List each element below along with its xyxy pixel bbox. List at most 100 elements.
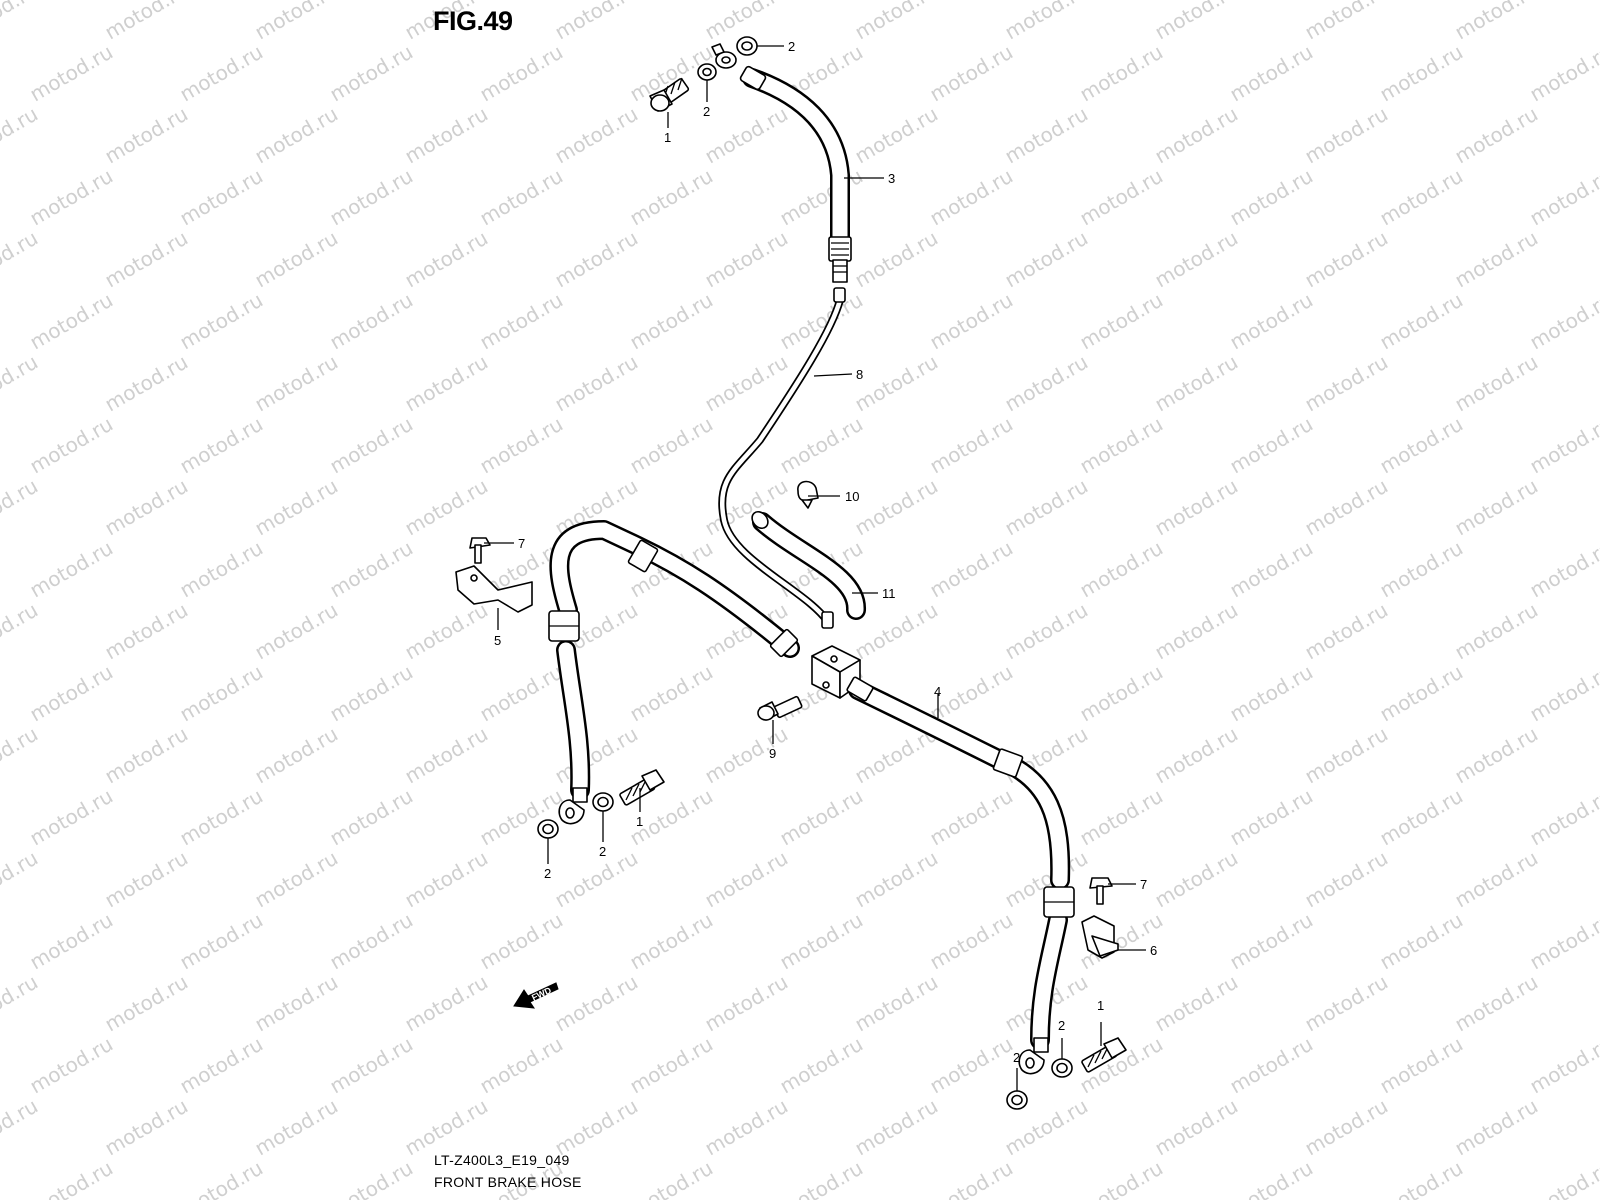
watermark-text: motod.ru xyxy=(926,288,1017,355)
washer-left-b xyxy=(537,819,559,839)
watermark-text: motod.ru xyxy=(476,412,567,479)
watermark-text: motod.ru xyxy=(626,908,717,975)
watermark-text: motod.ru xyxy=(851,0,942,44)
watermark-text: motod.ru xyxy=(776,784,867,851)
callout-numbers: 1 2 2 3 8 10 11 7 5 4 9 1 2 2 7 6 1 2 2 xyxy=(494,39,1157,1065)
watermark-text: motod.ru xyxy=(851,474,942,541)
watermark-text: motod.ru xyxy=(1226,412,1317,479)
watermark-text: motod.ru xyxy=(0,474,42,541)
watermark-text: motod.ru xyxy=(1001,474,1092,541)
watermark-text: motod.ru xyxy=(251,970,342,1037)
watermark-text: motod.ru xyxy=(251,0,342,44)
watermark-text: motod.ru xyxy=(476,1032,567,1099)
watermark-text: motod.ru xyxy=(776,908,867,975)
watermark-text: motod.ru xyxy=(0,350,42,417)
watermark-text: motod.ru xyxy=(251,474,342,541)
watermark-text: motod.ru xyxy=(0,970,42,1037)
figure-name: FRONT BRAKE HOSE xyxy=(434,1174,582,1190)
watermark-text: motod.ru xyxy=(401,102,492,169)
watermark-text: motod.ru xyxy=(1151,1094,1242,1161)
watermark-text: motod.ru xyxy=(251,102,342,169)
watermark-text: motod.ru xyxy=(1001,0,1092,44)
watermark-text: motod.ru xyxy=(1076,288,1167,355)
watermark-text: motod.ru xyxy=(326,288,417,355)
watermark-text: motod.ru xyxy=(1301,102,1392,169)
callout-1-right: 1 xyxy=(1097,998,1104,1013)
watermark-text: motod.ru xyxy=(101,102,192,169)
watermark-text: motod.ru xyxy=(1301,226,1392,293)
watermark-text: motod.ru xyxy=(26,660,117,727)
watermark-text: motod.ru xyxy=(26,288,117,355)
watermark-text: motod.ru xyxy=(1301,970,1392,1037)
watermark-text: motod.ru xyxy=(326,536,417,603)
watermark-text: motod.ru xyxy=(551,846,642,913)
watermark-text: motod.ru xyxy=(26,536,117,603)
watermark-text: motod.ru xyxy=(26,412,117,479)
watermark-text: motod.ru xyxy=(1226,536,1317,603)
watermark-text: motod.ru xyxy=(1451,970,1542,1037)
callout-7-left: 7 xyxy=(518,536,525,551)
watermark-text: motod.ru xyxy=(326,1032,417,1099)
watermark-text: motod.ru xyxy=(176,1032,267,1099)
protector-hose xyxy=(751,510,866,620)
watermark-text: motod.ru xyxy=(1451,722,1542,789)
watermark-text: motod.ru xyxy=(1226,288,1317,355)
brake-hose-right xyxy=(846,676,1075,1075)
watermark-text: motod.ru xyxy=(551,226,642,293)
watermark-text: motod.ru xyxy=(926,40,1017,107)
watermark-text: motod.ru xyxy=(1451,474,1542,541)
watermark-text: motod.ru xyxy=(251,598,342,665)
watermark-text: motod.ru xyxy=(1526,1032,1600,1099)
watermark-text: motod.ru xyxy=(776,1032,867,1099)
watermark-text: motod.ru xyxy=(101,1094,192,1161)
watermark-text: motod.ru xyxy=(401,722,492,789)
watermark-text: motod.ru xyxy=(1001,102,1092,169)
callout-2-top-a: 2 xyxy=(703,104,710,119)
watermark-text: motod.ru xyxy=(851,226,942,293)
watermark-text: motod.ru xyxy=(1151,474,1242,541)
callout-4: 4 xyxy=(934,684,941,699)
watermark-text: motod.ru xyxy=(701,722,792,789)
watermark-text: motod.ru xyxy=(551,0,642,44)
figure-code: LT-Z400L3_E19_049 xyxy=(434,1152,570,1168)
watermark-text: motod.ru xyxy=(851,846,942,913)
watermark-text: motod.ru xyxy=(326,660,417,727)
watermark-text: motod.ru xyxy=(176,40,267,107)
watermark-text: motod.ru xyxy=(1001,598,1092,665)
watermark-text: motod.ru xyxy=(1526,164,1600,231)
hose-bracket-right xyxy=(1081,877,1119,959)
washer-left-a xyxy=(592,792,614,812)
watermark-text: motod.ru xyxy=(401,970,492,1037)
watermark-text: motod.ru xyxy=(1376,1032,1467,1099)
watermark-text: motod.ru xyxy=(1226,164,1317,231)
watermark-text: motod.ru xyxy=(1526,536,1600,603)
watermark-text: motod.ru xyxy=(101,722,192,789)
watermark-text: motod.ru xyxy=(776,1156,867,1200)
watermark-text: motod.ru xyxy=(1301,1094,1392,1161)
watermark-text: motod.ru xyxy=(401,1094,492,1161)
brake-hose-left xyxy=(548,520,800,825)
watermark-text: motod.ru xyxy=(1076,660,1167,727)
watermark-text: motod.ru xyxy=(851,1094,942,1161)
watermark-text: motod.ru xyxy=(26,164,117,231)
banjo-bolt-left xyxy=(619,769,665,806)
brake-hose-upper xyxy=(711,43,852,283)
watermark-text: motod.ru xyxy=(776,164,867,231)
watermark-text: motod.ru xyxy=(926,536,1017,603)
watermark-text: motod.ru xyxy=(1451,1094,1542,1161)
washer-right-b xyxy=(1006,1090,1028,1110)
watermark-text: motod.ru xyxy=(176,288,267,355)
watermark-text: motod.ru xyxy=(1076,164,1167,231)
watermark-text: motod.ru xyxy=(326,784,417,851)
watermark-text: motod.ru xyxy=(1301,598,1392,665)
watermark-text: motod.ru xyxy=(926,908,1017,975)
watermark-text: motod.ru xyxy=(851,102,942,169)
watermark-text: motod.ru xyxy=(701,970,792,1037)
watermark-text: motod.ru xyxy=(0,598,42,665)
watermark-text: motod.ru xyxy=(1151,598,1242,665)
watermark-text: motod.ru xyxy=(551,350,642,417)
callout-6: 6 xyxy=(1150,943,1157,958)
joint-bolt xyxy=(757,695,803,721)
watermark-text: motod.ru xyxy=(701,846,792,913)
